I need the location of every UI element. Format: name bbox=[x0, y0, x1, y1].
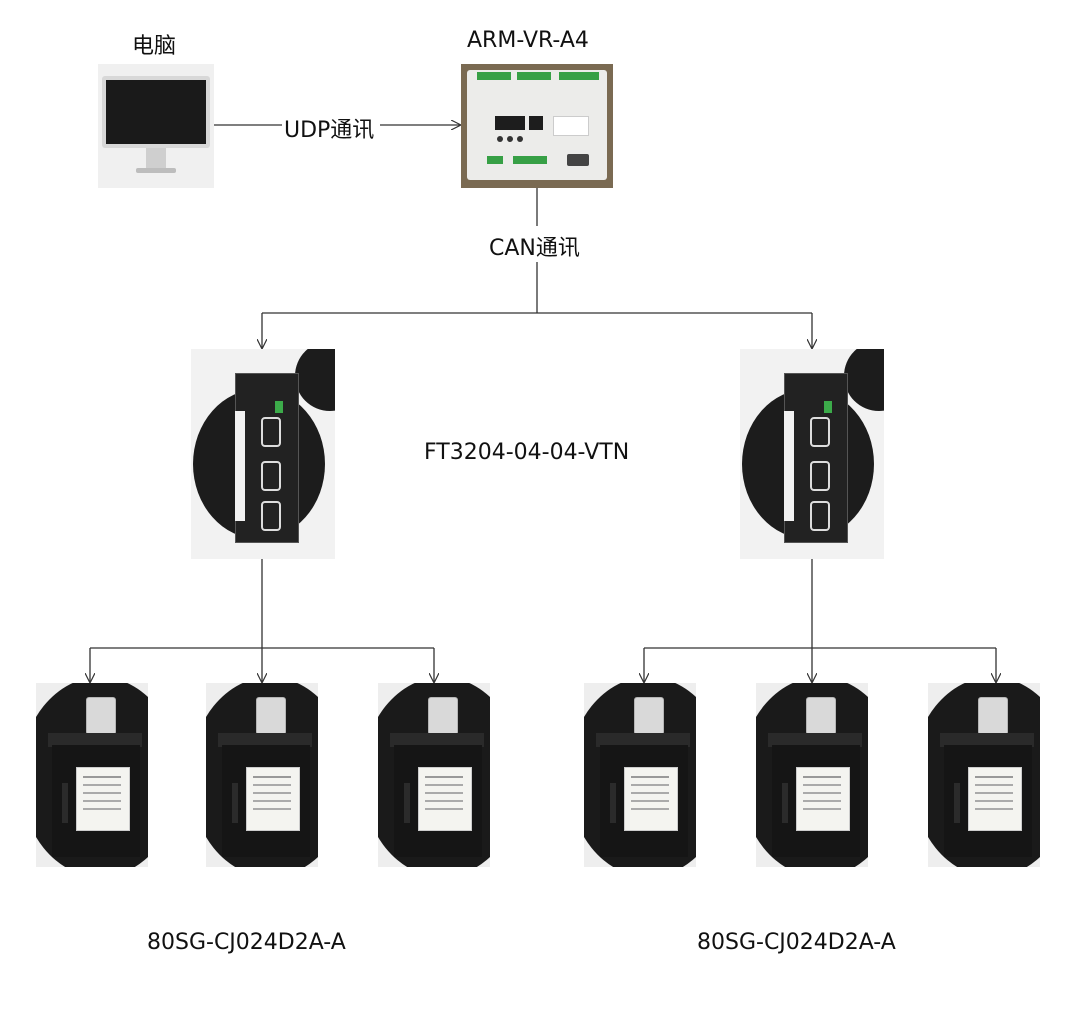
info-sticker bbox=[553, 116, 589, 136]
servo-motor-icon bbox=[378, 683, 490, 867]
panel-button bbox=[517, 136, 523, 142]
background-disc bbox=[844, 349, 884, 411]
controller-board bbox=[467, 70, 607, 180]
motor-model-label-left: 80SG-CJ024D2A-A bbox=[147, 930, 346, 955]
motor-nameplate bbox=[246, 767, 300, 831]
computer-monitor-icon bbox=[98, 64, 214, 188]
motor-nameplate bbox=[418, 767, 472, 831]
terminal-block bbox=[559, 72, 599, 80]
motor-flange bbox=[48, 733, 142, 747]
controller-board-icon bbox=[461, 64, 613, 188]
monitor-screen bbox=[102, 76, 210, 148]
servo-motor-icon bbox=[756, 683, 868, 867]
motor-nameplate bbox=[76, 767, 130, 831]
can-link-label: CAN通讯 bbox=[489, 236, 580, 261]
motor-flange bbox=[768, 733, 862, 747]
servo-drive-icon bbox=[740, 349, 884, 559]
servo-motor-icon bbox=[206, 683, 318, 867]
motor-nameplate bbox=[624, 767, 678, 831]
serial-port bbox=[567, 154, 589, 166]
monitor-stand bbox=[146, 148, 166, 170]
drive-connector bbox=[261, 461, 281, 491]
motor-flange bbox=[596, 733, 690, 747]
motor-shaft bbox=[978, 697, 1008, 735]
motor-fin bbox=[232, 783, 238, 823]
servo-drive-icon bbox=[191, 349, 335, 559]
motor-shaft bbox=[634, 697, 664, 735]
pc-label: 电脑 bbox=[132, 34, 177, 59]
servo-motor-icon bbox=[36, 683, 148, 867]
drive-connector bbox=[810, 417, 830, 447]
motor-fin bbox=[954, 783, 960, 823]
motor-model-label-right: 80SG-CJ024D2A-A bbox=[697, 930, 896, 955]
motor-flange bbox=[940, 733, 1034, 747]
drive-connector bbox=[810, 501, 830, 531]
terminal-block bbox=[487, 156, 503, 164]
motor-shaft bbox=[86, 697, 116, 735]
panel-button bbox=[507, 136, 513, 142]
segment-display bbox=[495, 116, 525, 130]
motor-fin bbox=[610, 783, 616, 823]
motor-shaft bbox=[256, 697, 286, 735]
drive-label-strip bbox=[784, 411, 794, 521]
drive-connector bbox=[261, 501, 281, 531]
servo-motor-icon bbox=[928, 683, 1040, 867]
segment-display bbox=[529, 116, 543, 130]
terminal-block bbox=[517, 72, 551, 80]
motor-fin bbox=[404, 783, 410, 823]
motor-fin bbox=[782, 783, 788, 823]
motor-fin bbox=[62, 783, 68, 823]
panel-button bbox=[497, 136, 503, 142]
motor-nameplate bbox=[796, 767, 850, 831]
controller-label: ARM-VR-A4 bbox=[467, 28, 589, 53]
drive-label-strip bbox=[235, 411, 245, 521]
servo-motor-icon bbox=[584, 683, 696, 867]
background-disc bbox=[295, 349, 335, 411]
monitor-base bbox=[136, 168, 176, 173]
drive-terminal bbox=[275, 401, 283, 413]
motor-nameplate bbox=[968, 767, 1022, 831]
drive-terminal bbox=[824, 401, 832, 413]
motor-shaft bbox=[428, 697, 458, 735]
drive-body bbox=[784, 373, 848, 543]
drive-connector bbox=[810, 461, 830, 491]
motor-flange bbox=[218, 733, 312, 747]
motor-flange bbox=[390, 733, 484, 747]
udp-link-label: UDP通讯 bbox=[284, 118, 375, 143]
drive-connector bbox=[261, 417, 281, 447]
motor-shaft bbox=[806, 697, 836, 735]
terminal-block bbox=[513, 156, 547, 164]
terminal-block bbox=[477, 72, 511, 80]
drive-model-label: FT3204-04-04-VTN bbox=[424, 440, 630, 465]
